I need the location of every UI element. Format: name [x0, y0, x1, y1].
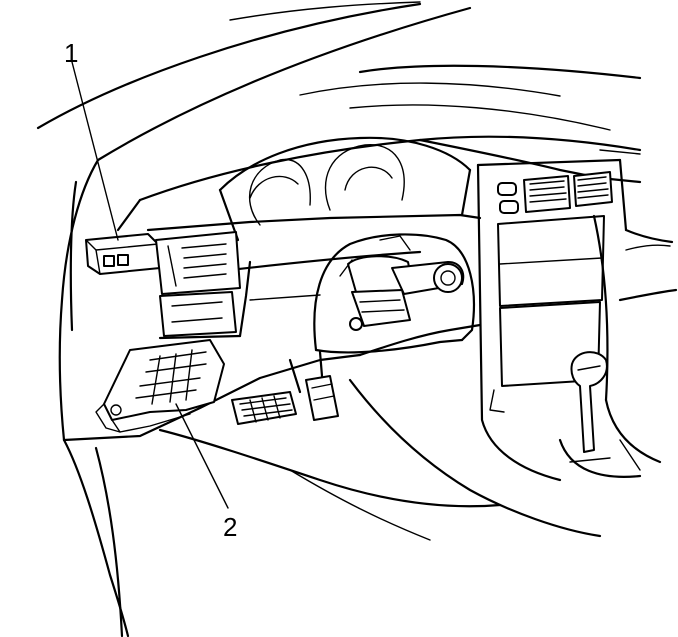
door-edge [58, 158, 130, 637]
windshield-lines [36, 1, 642, 162]
shift-lever [558, 351, 642, 478]
fuse-block [95, 339, 225, 433]
callout-label-2: 2 [223, 512, 237, 542]
right-dash [618, 228, 678, 302]
callout-label-1: 1 [64, 38, 78, 68]
center-vents [497, 171, 613, 214]
pedals [231, 350, 339, 425]
dashboard-body [62, 213, 482, 442]
side-vent-panel [155, 231, 241, 337]
leader-line-1 [71, 61, 119, 241]
steering-column [313, 233, 475, 354]
leader-lines [71, 61, 229, 509]
floor-lines [158, 378, 602, 541]
leader-line-2 [175, 403, 229, 509]
dashboard-top [116, 135, 642, 232]
module-unit [85, 233, 161, 275]
instrument-cluster [218, 136, 472, 242]
